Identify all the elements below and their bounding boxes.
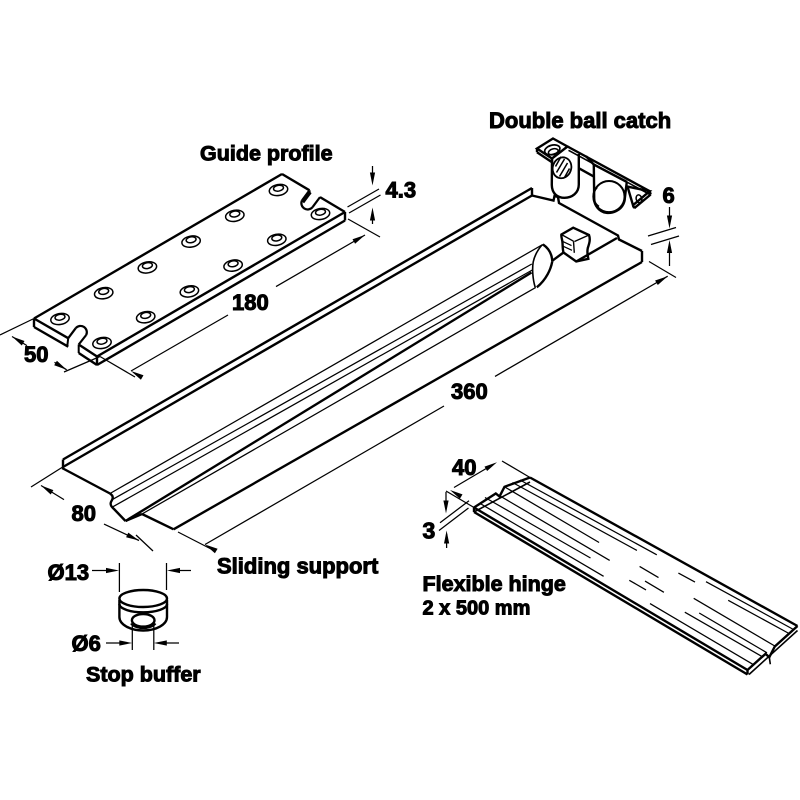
svg-text:Double ball catch: Double ball catch — [489, 108, 671, 133]
svg-text:2 x 500 mm: 2 x 500 mm — [423, 598, 531, 620]
svg-text:360: 360 — [451, 379, 488, 404]
svg-text:Ø13: Ø13 — [48, 560, 90, 585]
svg-text:Stop buffer: Stop buffer — [86, 663, 201, 687]
svg-text:Flexible hinge: Flexible hinge — [423, 572, 566, 596]
svg-text:3: 3 — [423, 518, 436, 544]
svg-text:80: 80 — [72, 501, 96, 526]
svg-text:Guide profile: Guide profile — [200, 142, 333, 166]
svg-text:Ø6: Ø6 — [72, 631, 101, 656]
svg-text:180: 180 — [232, 290, 269, 315]
svg-text:40: 40 — [452, 455, 476, 480]
svg-text:Sliding support: Sliding support — [217, 554, 379, 579]
svg-text:6: 6 — [663, 183, 675, 208]
svg-text:50: 50 — [24, 342, 48, 367]
svg-text:4.3: 4.3 — [386, 178, 417, 203]
